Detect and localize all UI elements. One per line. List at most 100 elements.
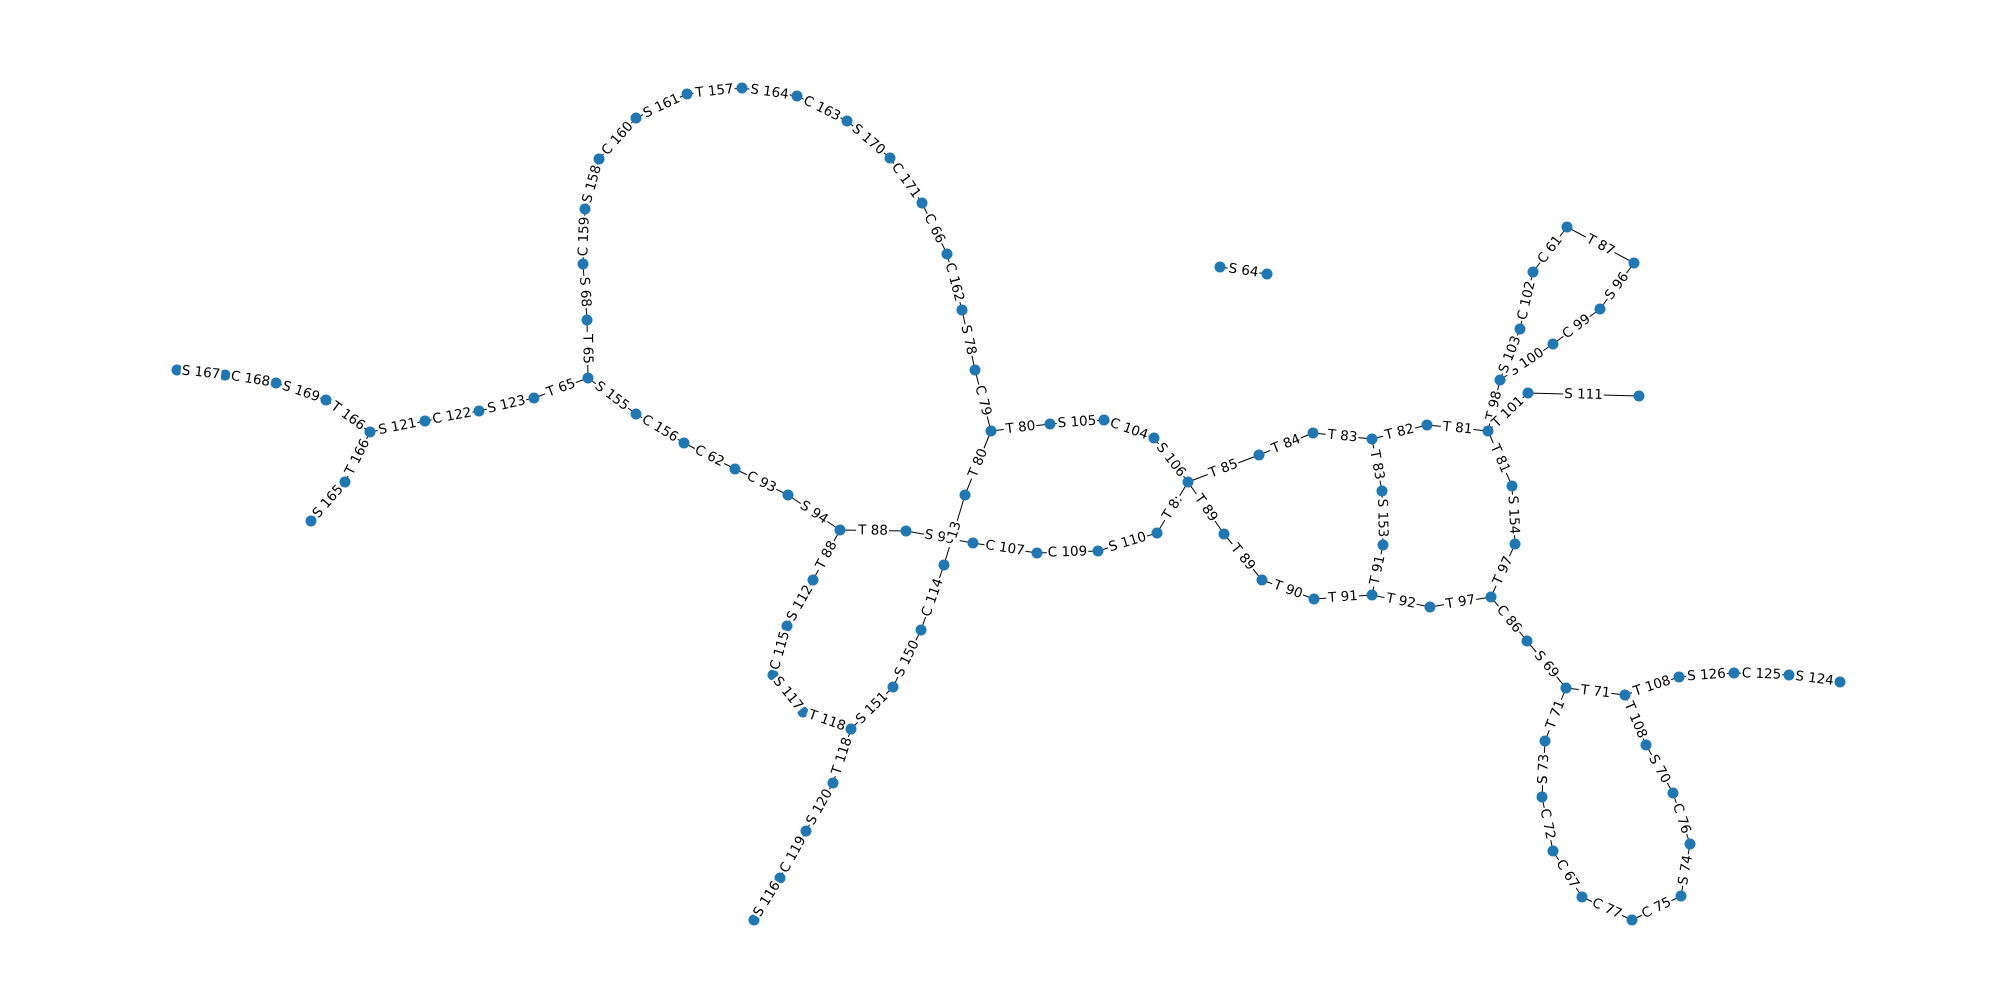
edge-label: T 81 [1441,418,1473,437]
graph-node [827,777,839,789]
edge-label-group: S 112 [783,581,817,625]
edge-label: S 153 [1374,499,1391,538]
graph-node [1684,838,1696,850]
graph-node [1485,591,1497,603]
graph-node [985,425,997,437]
graph-node [1834,676,1846,688]
edge-label-background [1495,332,1525,377]
edge-label: S 121 [377,415,418,438]
edge-label: S 74 [1675,854,1696,886]
graph-node [938,559,950,571]
edge-label-group: T 108 [1629,672,1674,701]
edge-label-background [811,537,842,574]
edge-label-background [1381,420,1417,444]
edge-label: C 114 [918,576,946,619]
graph-node [1626,914,1638,926]
edge-label-group: T 157 [692,80,736,102]
graph-node [678,437,690,449]
edge-label: T 118 [828,735,856,777]
edge-label-group: S 120 [802,785,837,829]
edge-label-group: C 171 [887,158,925,203]
edge-label-background [766,628,794,673]
edge-label-background [542,374,579,402]
graph-node [1576,891,1588,903]
edge-label-background [1269,576,1306,603]
edge-label-background [578,162,606,206]
graph-node [219,369,231,381]
edge-label-background [1325,587,1360,607]
edge-label: S 73 [1535,754,1553,785]
edge-label: T 97 [1489,554,1516,589]
graph-node [171,364,183,376]
edge-label-background [918,575,947,620]
edge-label-group: T 71 [1541,696,1569,734]
edge-label-background [308,480,348,523]
edge-label: C 115 [767,629,793,671]
graph-node [1214,261,1226,273]
graph-node [1494,374,1506,386]
edge-label-group: C 114 [918,575,947,620]
edge-label: C 102 [1514,279,1538,321]
graph-node [941,248,953,260]
edge-label-background [1558,310,1595,343]
edge-label: S 120 [803,786,836,828]
edge-label: S 169 [280,378,322,406]
graph-node [1421,419,1433,431]
edge-label-group: T 108 [1619,697,1651,742]
edge-label-group: S 164 [748,81,791,103]
edge-label-background [1487,392,1529,433]
edge-label-background [944,518,965,542]
edge-label-group: T 84 [1267,430,1304,458]
edge-label: T 71 [1579,682,1611,702]
edge-label-group: S 74 [1674,852,1697,888]
edge-label: C 107 [984,537,1025,559]
graph-node [593,153,605,165]
edge-label-background [376,414,419,439]
graph-node [1031,547,1043,559]
graph-node [1514,323,1526,335]
edge-label-group: T 97 [1488,552,1517,590]
edge-label-group: S 123 [484,392,529,417]
graph-node [579,203,591,215]
edge-label-background [1226,538,1260,575]
graph-node [1148,432,1160,444]
edge-label: C 76 [1669,801,1694,835]
graph-node [1640,739,1652,751]
edge-label: C 159 [575,216,592,256]
graph-node [270,377,282,389]
edge-label-group: C 76 [1668,800,1695,837]
graph-node [1092,545,1104,557]
edge-label-group: T 88 [811,537,842,574]
edge-label-group: C 77 [1588,894,1626,923]
edge-label: T 65 [579,333,596,364]
edge-label-group: S 153 [1374,497,1391,539]
edge-label-group: T 85 [1204,455,1242,482]
graph-node [1482,425,1494,437]
edge-label-background [851,687,893,729]
graph-node [1376,485,1388,497]
edge-label-background [691,441,728,471]
graph-node [1424,601,1436,613]
edge-label-group: C 102 [1514,278,1539,323]
graph-node [781,620,793,632]
graph-node [1261,268,1273,280]
edge-label: S 111 [1564,386,1603,403]
edge-label-background [575,275,595,309]
edge-label-background [279,377,323,406]
graph-node [1539,735,1551,747]
edge-label: S 126 [1687,666,1727,685]
edge-label-background [1638,893,1675,923]
edge-label-background [340,435,374,480]
edge-label: C 109 [1047,543,1087,560]
edge-label-group: T 92 [1382,589,1419,613]
edge-label: S 150 [891,638,922,680]
edge-label-background [775,832,811,877]
edge-label-group: T 80 [1002,417,1038,438]
edge-label-group: T 65 [542,374,579,402]
graph-node [1667,787,1679,799]
edge-label-group: C 156 [638,410,682,447]
edge-label: 13 [944,519,964,540]
edge-label: S 161 [641,91,683,122]
edge-label-background [1504,494,1523,536]
edge-label-group: C 107 [983,536,1027,560]
